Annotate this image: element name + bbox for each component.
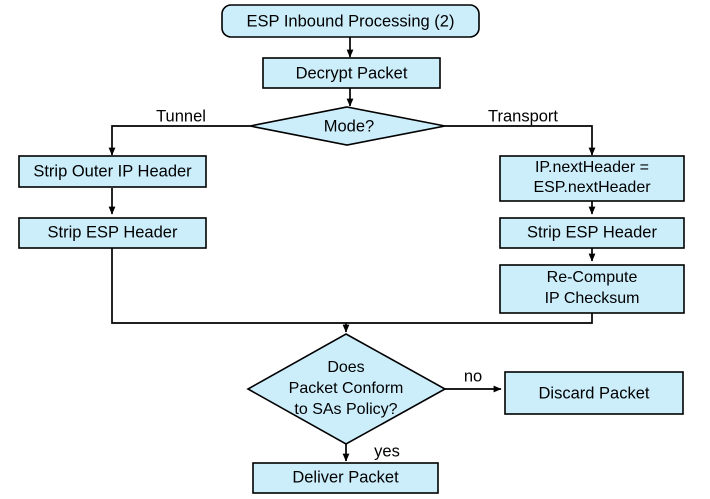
edge-transport-merge [346,313,593,324]
node-strip-esp-header-transport[interactable]: Strip ESP Header [499,217,685,249]
edge-label-no: no [464,367,482,385]
node-strip-esp-header-tunnel[interactable]: Strip ESP Header [18,217,207,249]
node-strip-outer-ip-header-shape [18,155,207,188]
node-deliver-packet[interactable]: Deliver Packet [252,462,439,494]
node-conform-decision[interactable]: Does Packet Conform to SAs Policy? [246,333,447,445]
node-deliver-packet-label: Deliver Packet [292,468,399,486]
node-mode-decision-shape [249,106,446,146]
edge-mode-to-next-header [445,125,596,156]
node-ip-next-header-assignment[interactable]: IP.nextHeader = ESP.nextHeader [499,155,685,202]
node-start-label: ESP Inbound Processing (2) [247,12,455,30]
edge-label-tunnel: Tunnel [156,107,206,125]
edge-tunnel-merge [111,248,346,324]
node-mode-decision[interactable]: Mode? [249,106,446,146]
node-recompute-ip-checksum-shape [499,264,685,314]
node-ip-next-header-assignment-shape [499,155,685,202]
node-decrypt-packet-shape [262,57,441,89]
node-conform-decision-label-line3: to SAs Policy? [294,401,397,418]
node-discard-packet-label: Discard Packet [539,384,650,402]
node-recompute-ip-checksum[interactable]: Re-Compute IP Checksum [499,264,685,314]
node-conform-decision-shape [246,333,447,445]
node-decrypt-packet-label: Decrypt Packet [296,64,408,82]
edge-label-yes: yes [374,442,400,460]
edge-label-transport: Transport [488,107,558,125]
node-conform-decision-label-line2: Packet Conform [289,380,404,397]
node-strip-esp-header-transport-shape [499,217,685,249]
node-discard-packet-shape [504,371,684,415]
node-conform-decision-label-line1: Does [327,359,364,376]
node-strip-esp-header-transport-label: Strip ESP Header [527,223,657,241]
edge-mode-to-strip-outer-ip [108,125,250,156]
node-ip-next-header-assignment-label-line1: IP.nextHeader = [535,159,649,176]
node-discard-packet[interactable]: Discard Packet [504,371,684,415]
node-recompute-ip-checksum-label-line2: IP Checksum [545,290,640,307]
node-mode-decision-label: Mode? [324,117,374,135]
node-strip-esp-header-tunnel-shape [18,217,207,249]
node-ip-next-header-assignment-label-line2: ESP.nextHeader [533,179,651,196]
node-strip-outer-ip-header[interactable]: Strip Outer IP Header [18,155,207,188]
node-start-shape [221,4,480,38]
node-strip-esp-header-tunnel-label: Strip ESP Header [48,223,178,241]
node-recompute-ip-checksum-label-line1: Re-Compute [547,269,638,286]
node-start[interactable]: ESP Inbound Processing (2) [221,4,480,38]
node-deliver-packet-shape [252,462,439,494]
node-strip-outer-ip-header-label: Strip Outer IP Header [33,162,192,180]
node-decrypt-packet[interactable]: Decrypt Packet [262,57,441,89]
